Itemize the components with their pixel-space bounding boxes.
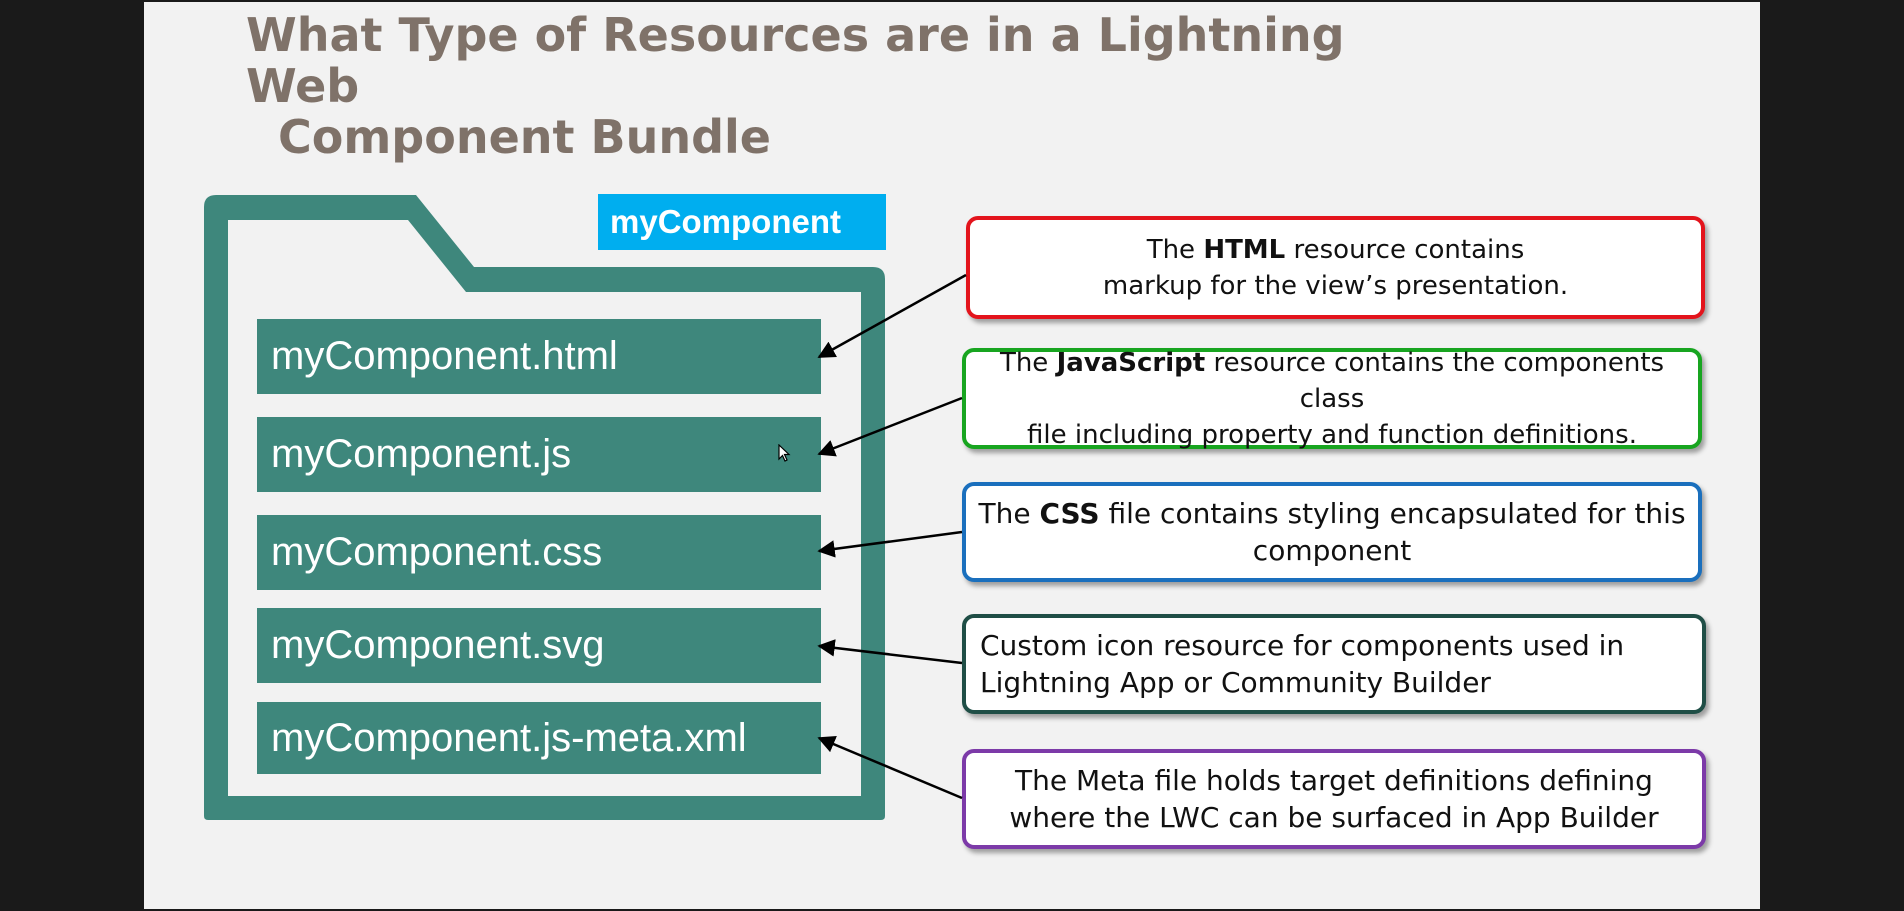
file-svg[interactable]: myComponent.svg [257,608,821,683]
note-html-bold: HTML [1203,234,1286,265]
note-js-post: resource contains the components class [1205,347,1665,414]
note-svg-line1: Custom icon resource for components used… [980,629,1625,662]
file-meta[interactable]: myComponent.js-meta.xml [257,702,821,774]
note-html-line2: markup for the view’s presentation. [1102,270,1569,301]
note-js: The JavaScript resource contains the com… [962,347,1702,450]
note-css-pre: The [978,497,1040,530]
note-js-bold: JavaScript [1056,347,1206,378]
file-js[interactable]: myComponent.js [257,417,821,492]
file-html[interactable]: myComponent.html [257,319,821,394]
note-html-pre: The [1146,234,1204,265]
note-meta-line2: where the LWC can be surfaced in App Bui… [1009,801,1659,834]
note-js-line2: file including property and function def… [1027,419,1637,450]
note-html: The HTML resource contains markup for th… [966,216,1705,319]
note-css: The CSS file contains styling encapsulat… [962,482,1702,582]
folder-label: myComponent [598,194,886,250]
note-meta: The Meta file holds target definitions d… [962,749,1706,849]
note-css-line2: component [1252,534,1412,567]
note-svg-line2: Lightning App or Community Builder [980,666,1491,699]
mouse-cursor-icon [778,444,791,462]
file-css[interactable]: myComponent.css [257,515,821,590]
note-js-pre: The [999,347,1057,378]
note-svg: Custom icon resource for components used… [962,614,1706,714]
note-html-post: resource contains [1285,234,1525,265]
note-css-post: file contains styling encapsulated for t… [1099,497,1686,530]
note-meta-line1: The Meta file holds target definitions d… [1015,764,1653,797]
slide-title: What Type of Resources are in a Lightnin… [246,10,1446,163]
title-line-2: Component Bundle [278,110,771,164]
title-line-1: What Type of Resources are in a Lightnin… [246,8,1345,113]
note-css-bold: CSS [1039,497,1100,530]
